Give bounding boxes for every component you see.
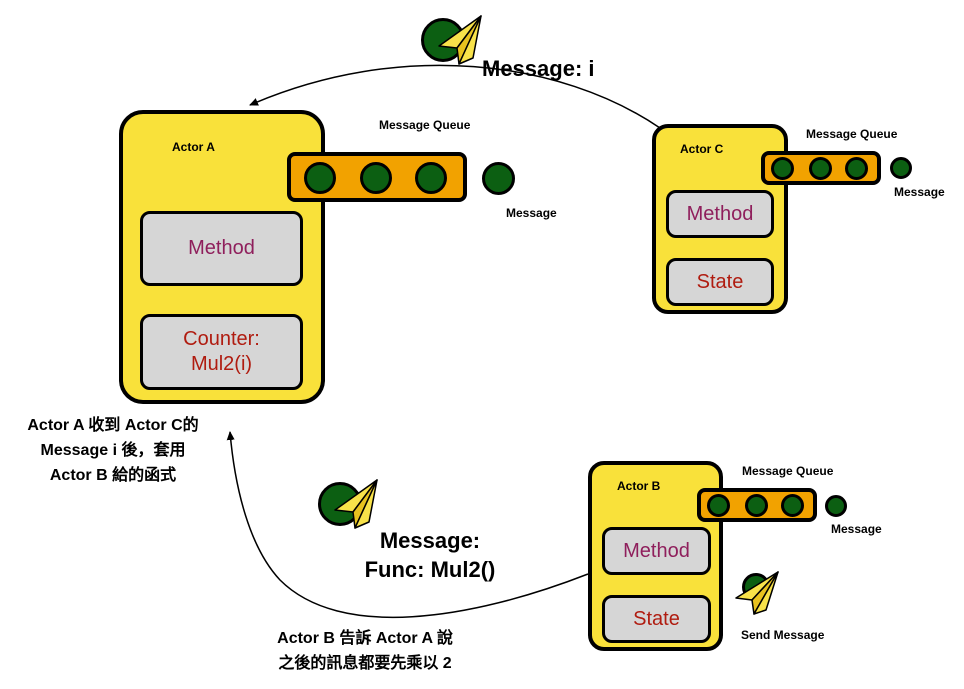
arrow-c-to-a <box>249 64 661 129</box>
actor-c-state-box: State <box>666 258 774 306</box>
caption-actor-b-line2: 之後的訊息都要先乘以 2 <box>278 654 452 672</box>
paper-plane-icon <box>735 571 779 615</box>
send-message-label: Send Message <box>741 628 825 642</box>
caption-actor-b-line1: Actor B 告訴 Actor A 說 <box>277 630 453 647</box>
message-dot-icon <box>707 494 730 517</box>
actor-c-method-label: Method <box>686 202 754 225</box>
actor-b-method-label: Method <box>623 539 690 562</box>
actor-c-method-box: Method <box>666 190 774 238</box>
message-dot-icon <box>890 157 912 179</box>
arrow-b-to-a <box>226 431 589 619</box>
caption-actor-a-line3: Actor B 給的函式 <box>49 466 177 484</box>
message-dot-icon <box>845 157 868 180</box>
actor-a-queue-label: Message Queue <box>379 118 471 132</box>
caption-actor-a-line1: Actor A 收到 Actor C的 <box>27 417 199 434</box>
message-dot-icon <box>809 157 832 180</box>
message-dot-icon <box>781 494 804 517</box>
caption-actor-a: Actor A 收到 Actor C的 Message i 後，套用 Actor… <box>8 414 218 488</box>
message-b-to-a-line2: Func: Mul2() <box>364 556 496 582</box>
message-dot-icon <box>745 494 768 517</box>
caption-actor-b: Actor B 告訴 Actor A 說 之後的訊息都要先乘以 2 <box>250 627 480 677</box>
actor-a-message-label: Message <box>506 206 557 220</box>
actor-a-method-label: Method <box>188 237 255 259</box>
actor-c-message-label: Message <box>894 185 945 199</box>
message-dot-icon <box>482 162 515 195</box>
message-b-to-a-line1: Message: <box>379 528 481 553</box>
paper-plane-icon <box>334 479 378 529</box>
actor-a-state-box: Counter: Mul2(i) <box>140 314 303 390</box>
actor-a-state-label: Counter: Mul2(i) <box>183 328 260 375</box>
actor-b-title: Actor B <box>617 479 661 493</box>
message-dot-icon <box>825 495 847 517</box>
message-b-to-a-label: Message: Func: Mul2() <box>350 527 510 584</box>
actor-b-message-label: Message <box>831 522 882 536</box>
actor-b-state-label: State <box>633 607 680 630</box>
caption-actor-a-line2: Message i 後，套用 <box>40 441 186 459</box>
actor-c-queue-label: Message Queue <box>806 127 898 141</box>
message-dot-icon <box>415 162 447 194</box>
actor-b-state-box: State <box>602 595 711 643</box>
actor-b-queue-label: Message Queue <box>742 464 834 478</box>
message-dot-icon <box>360 162 392 194</box>
actor-a-method-box: Method <box>140 211 303 286</box>
message-dot-icon <box>304 162 336 194</box>
paper-plane-icon <box>438 15 482 65</box>
message-dot-icon <box>771 157 794 180</box>
message-c-to-a-label: Message: i <box>482 56 595 81</box>
actor-c-title: Actor C <box>680 142 724 156</box>
actor-b-method-box: Method <box>602 527 711 575</box>
actor-c-state-label: State <box>696 270 744 293</box>
actor-a-title: Actor A <box>172 140 215 154</box>
